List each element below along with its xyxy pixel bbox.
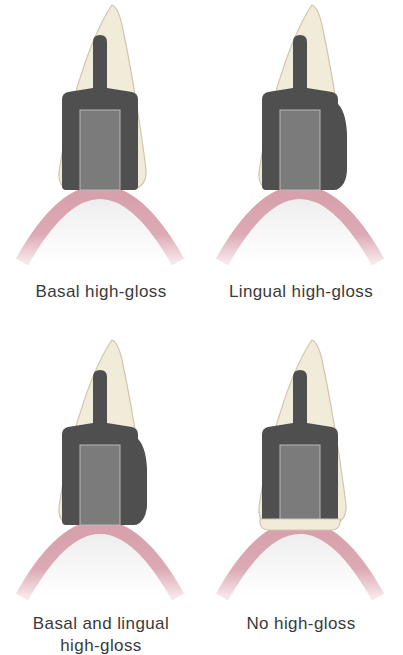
no-gloss-tooth xyxy=(222,340,378,597)
caption: Lingual high-gloss xyxy=(206,281,396,303)
lingual-gloss-tooth xyxy=(222,5,378,262)
caption: No high-gloss xyxy=(206,613,396,635)
caption: Basal high-gloss xyxy=(6,281,196,303)
caption: Basal and lingual high-gloss xyxy=(14,613,189,655)
basal-lingual-gloss-tooth xyxy=(22,340,178,597)
basal-gloss-tooth xyxy=(22,5,178,262)
